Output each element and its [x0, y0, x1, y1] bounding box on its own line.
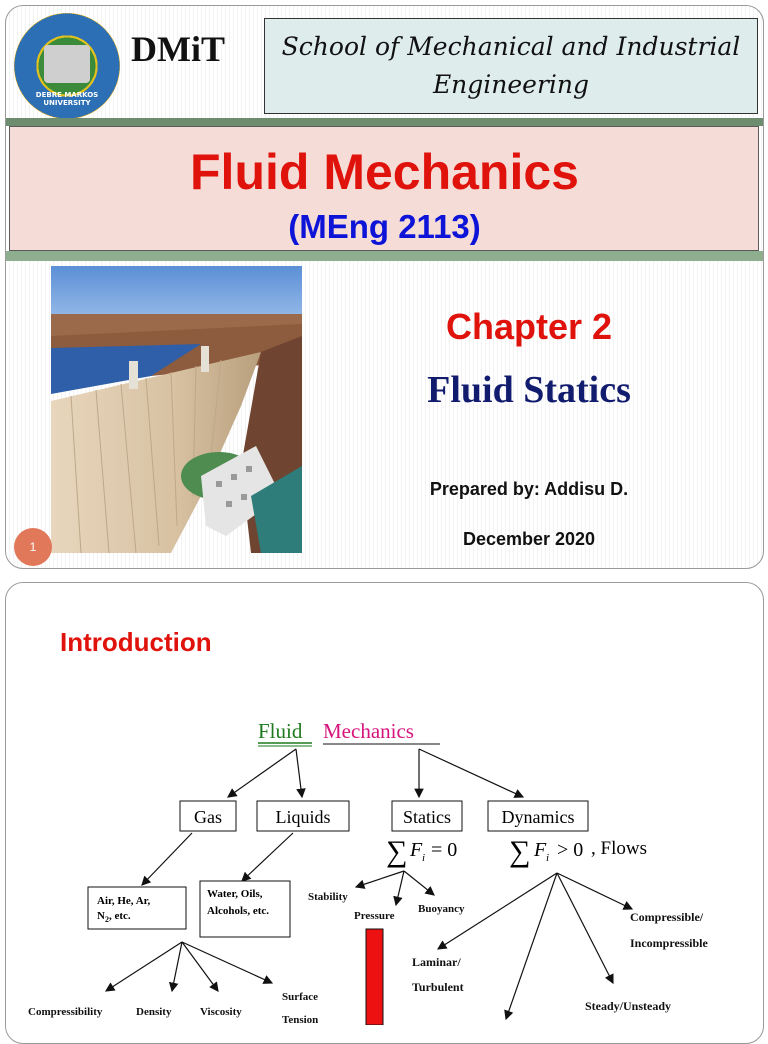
arrow-gas-examples — [141, 832, 193, 886]
gas-box — [179, 800, 237, 832]
fluid-mechanics-tree-diagram: Fluid Mechanics Gas Liquids Statics Dyna… — [28, 719, 708, 1025]
dam-photo — [51, 266, 302, 553]
force-subscript: i — [422, 852, 425, 864]
force-symbol: F — [409, 839, 423, 861]
liquids-box — [256, 800, 350, 832]
chapter-number: Chapter 2 — [445, 306, 613, 347]
dynamics-label: Dynamics — [502, 807, 575, 827]
liquids-label: Liquids — [275, 807, 330, 827]
arrow-buoyancy — [403, 870, 435, 896]
arrow-to-dynamics — [418, 748, 525, 798]
arrow-stability — [354, 870, 405, 889]
compressible-label: Compressible/ — [630, 910, 704, 924]
n-subscript: 2 — [105, 915, 109, 924]
title-band — [6, 251, 763, 261]
n-symbol: N — [97, 910, 105, 922]
arrow-steady — [556, 872, 614, 985]
incompressible-label: Incompressible — [630, 936, 708, 950]
sum-symbol: ∑ — [386, 835, 407, 868]
arrow-liquid-examples — [241, 832, 294, 882]
laminar-label: Laminar/ — [412, 955, 461, 969]
course-code: (MEng 2113) — [288, 208, 481, 245]
etc-text: , etc. — [109, 910, 131, 922]
course-title-box — [9, 126, 759, 251]
arrow-density — [168, 941, 183, 993]
gas-examples-line1: Air, He, Ar, — [97, 895, 151, 907]
gas-label: Gas — [194, 807, 222, 827]
chapter-title: Fluid Statics — [427, 369, 631, 411]
seal-text: DEBRE MARKOS UNIVERSITY — [35, 91, 99, 107]
force-symbol-2: F — [533, 839, 547, 861]
title-slide: DEBRE MARKOS UNIVERSITY DMiT School of M… — [5, 5, 764, 569]
school-name-box: School of Mechanical and Industrial Engi… — [264, 18, 758, 114]
course-title: Fluid Mechanics — [190, 144, 579, 200]
buoyancy-label: Buoyancy — [418, 903, 465, 915]
date-line: December 2020 — [462, 529, 596, 549]
statics-rhs: = 0 — [431, 839, 457, 861]
turbulent-label: Turbulent — [412, 980, 464, 994]
sum-symbol-2: ∑ — [509, 835, 530, 868]
seal-emblem — [44, 45, 90, 83]
university-seal-logo: DEBRE MARKOS UNIVERSITY — [14, 13, 120, 119]
introduction-slide: Introduction Fluid Mechanics Gas Liquids… — [5, 582, 764, 1044]
steady-label: Steady/Unsteady — [585, 999, 671, 1013]
statics-equation: ∑ F i = 0 — [386, 835, 457, 868]
dynamics-rhs: > 0 — [557, 839, 583, 861]
root-fluid-label: Fluid — [258, 719, 303, 743]
gas-examples-box — [87, 886, 187, 930]
dynamics-box — [487, 800, 589, 832]
arrow-lower — [504, 872, 558, 1021]
root-mechanics-label: Mechanics — [323, 719, 414, 743]
pressure-label: Pressure — [354, 910, 395, 922]
brand-name: DMiT — [131, 29, 225, 69]
arrow-compressible — [556, 872, 634, 910]
author-line: Prepared by: Addisu D. — [429, 479, 629, 499]
pressure-highlight-bar — [365, 928, 384, 1025]
gas-examples-line2: N2, etc. — [97, 910, 131, 924]
dynamics-equation: ∑ F i > 0 , Flows — [509, 835, 647, 868]
viscosity-label: Viscosity — [200, 1006, 242, 1018]
surface-label: Surface — [282, 991, 318, 1003]
arrow-surface-tension — [181, 941, 274, 984]
statics-box — [391, 800, 463, 832]
liquid-examples-line1: Water, Oils, — [207, 888, 263, 900]
arrow-compressibility — [104, 941, 183, 992]
header-band — [6, 118, 763, 126]
tension-label: Tension — [282, 1014, 318, 1025]
page-number-badge: 1 — [14, 528, 52, 566]
arrow-to-gas — [227, 748, 297, 798]
flows-label: , Flows — [591, 838, 647, 859]
arrow-pressure — [393, 870, 405, 907]
liquid-examples-box — [199, 880, 291, 938]
arrow-laminar — [436, 872, 558, 950]
school-line-1: School of Mechanical and Industrial — [281, 32, 741, 61]
slide-heading: Introduction — [60, 627, 212, 657]
force-subscript-2: i — [546, 852, 549, 864]
school-line-2: Engineering — [432, 70, 590, 99]
liquid-examples-line2: Alcohols, etc. — [207, 905, 269, 917]
compressibility-label: Compressibility — [28, 1006, 103, 1018]
stability-label: Stability — [308, 891, 348, 903]
density-label: Density — [136, 1006, 172, 1018]
arrow-viscosity — [181, 941, 219, 992]
statics-label: Statics — [403, 807, 451, 827]
arrow-to-liquids — [295, 748, 306, 799]
